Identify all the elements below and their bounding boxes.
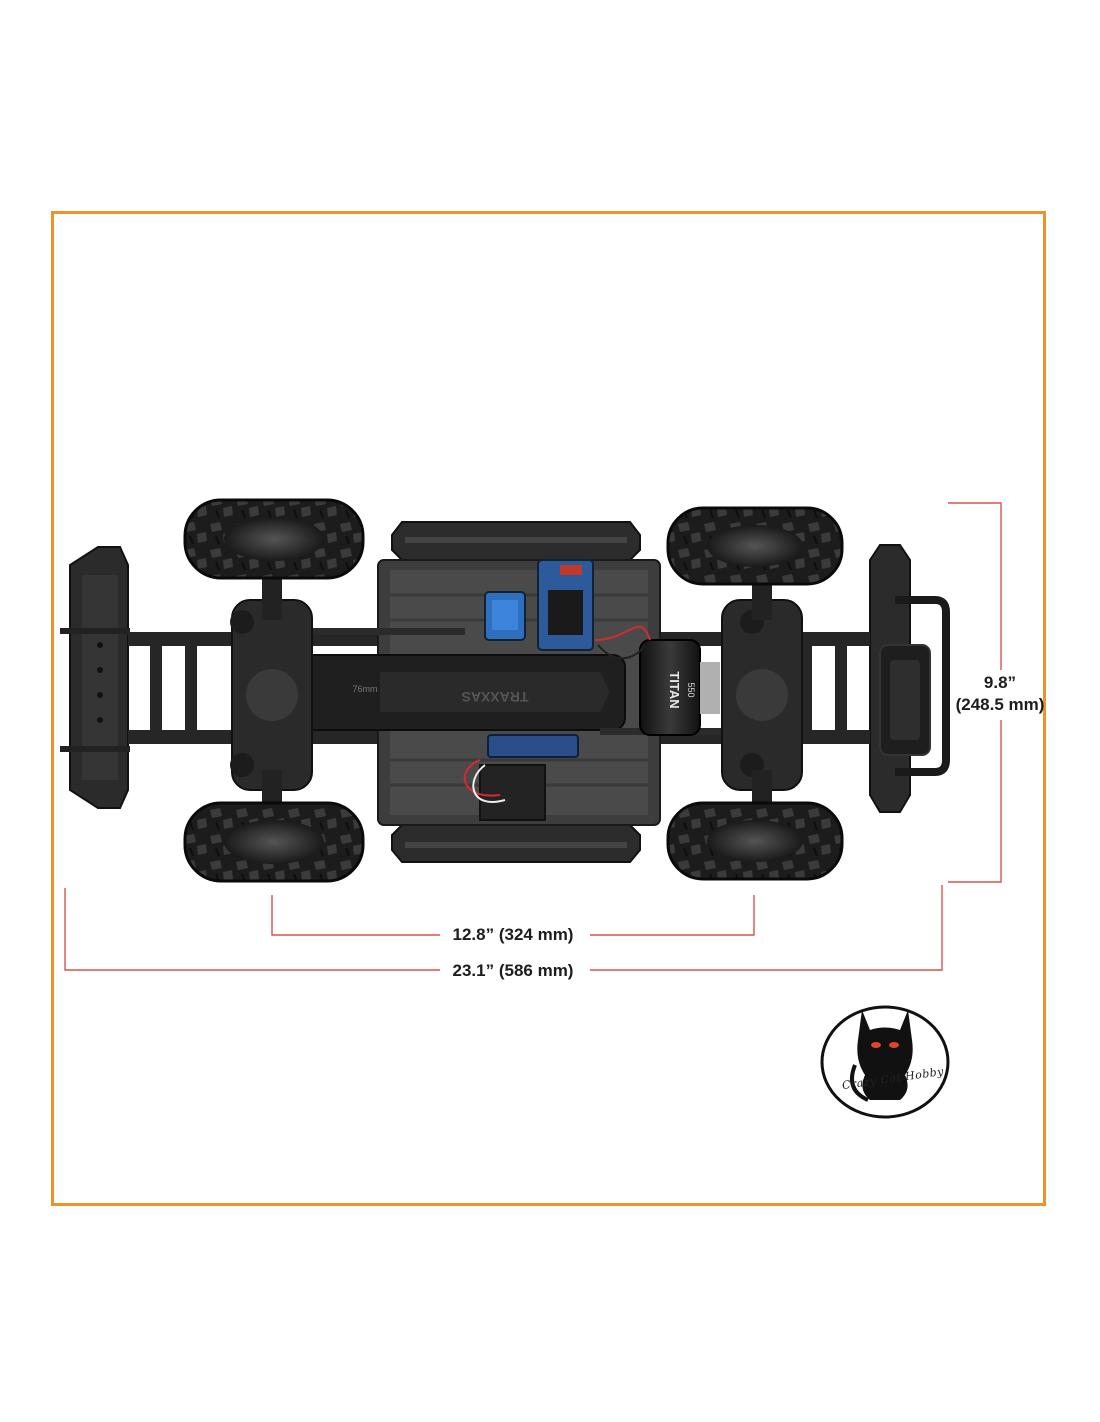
servo [484, 591, 526, 641]
black-cat-icon [850, 1010, 913, 1102]
size-mark: 76mm [352, 684, 377, 694]
skid-plates [391, 521, 641, 863]
track-width-line [271, 895, 755, 936]
motor: TITAN 550 [639, 639, 720, 736]
dimension-lines [64, 502, 1002, 971]
crazy-cat-hobby-logo [820, 1005, 950, 1119]
wheel-rear-right [666, 801, 844, 881]
track-width-label: 12.8” (324 mm) [452, 925, 574, 944]
overall-width-mm: (248.5 mm) [955, 695, 1045, 714]
motor-brand-label: TITAN [667, 671, 682, 708]
wheel-rear-left [666, 506, 844, 586]
front-bumper [60, 546, 130, 809]
skid-label: TRAXXAS [462, 689, 529, 705]
esc [537, 559, 594, 651]
wheel-front-left [183, 498, 365, 580]
overall-width-label: 9.8” (248.5 mm) [950, 672, 1050, 716]
motor-model-label: 550 [686, 682, 696, 697]
product-image-frame [51, 211, 1046, 1206]
overall-width-inches: 9.8” [983, 673, 1017, 692]
receiver [487, 734, 579, 758]
overall-length-line [64, 885, 943, 971]
front-axle [230, 575, 313, 815]
overall-width-line [948, 502, 1002, 883]
wiring [463, 625, 651, 803]
overall-length-label: 23.1” (586 mm) [452, 961, 574, 980]
battery-box [479, 764, 546, 821]
rear-bumper [869, 544, 950, 813]
wheel-front-right [183, 801, 365, 883]
rear-axle [721, 575, 803, 815]
